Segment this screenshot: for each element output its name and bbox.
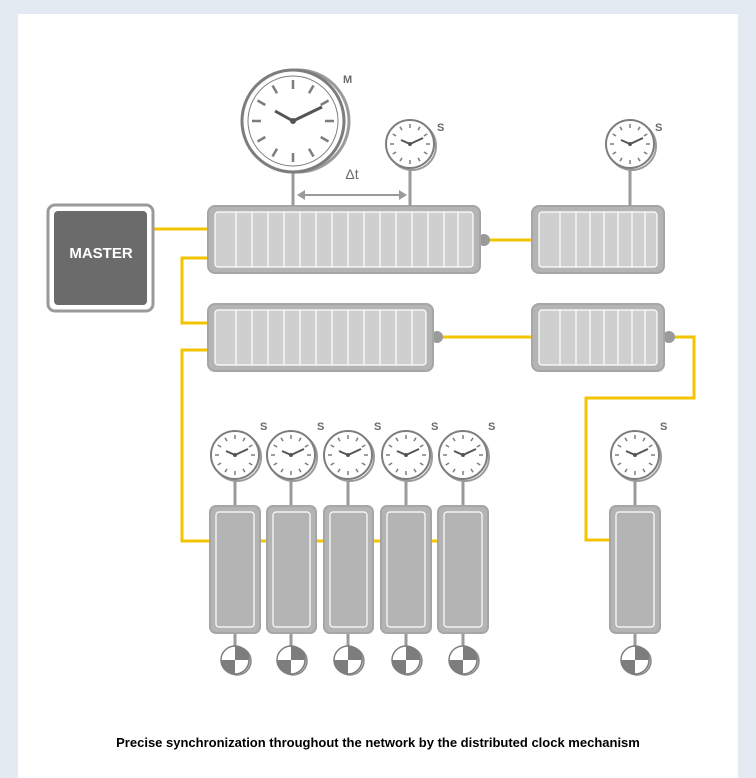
network-lines [150,227,696,543]
slave-clock-label: S [437,122,444,134]
link-right-down [584,335,696,542]
slave-clock-top: S [385,119,444,206]
offset-label: Δt [345,166,358,182]
module-2: S [266,421,324,676]
reference-clock-label: M [343,74,352,86]
slave-clock-label: S [488,421,495,433]
slave-clock-label: S [655,122,662,134]
reference-device [207,205,490,274]
module-row: S S S S [209,421,495,676]
module-1: S [209,421,267,676]
slave-clock-label: S [431,421,438,433]
master-label: MASTER [69,245,133,262]
master-device: MASTER [46,203,155,313]
backbone-link-a [180,256,208,325]
module-4: S [380,421,438,676]
offset-arrow: Δt [297,166,407,200]
slave-clock-label: S [374,421,381,433]
slave-device-middle-right [531,303,675,372]
port [663,331,675,343]
reference-clock: M [240,68,352,206]
module-3: S [323,421,381,676]
figure-caption: Precise synchronization throughout the n… [116,735,640,750]
slave-clock-label: S [660,421,667,433]
slave-clock-label: S [260,421,267,433]
slave-device-top-right: S [531,119,665,274]
slave-device-middle [207,303,443,372]
link-left-down [180,348,210,543]
module-right: S [609,421,667,676]
module-5: S [437,421,495,676]
slave-clock-label: S [317,421,324,433]
